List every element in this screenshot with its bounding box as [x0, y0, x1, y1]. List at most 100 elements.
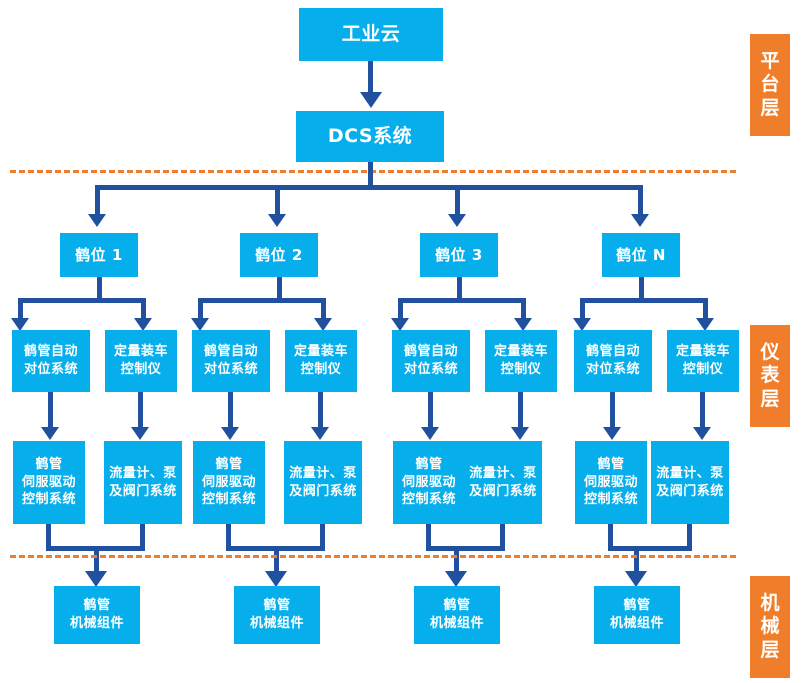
layer-tag-platform-char-2: 层 [760, 96, 780, 119]
node-mechanical-2[interactable]: 鹤管 机械组件 [234, 586, 320, 644]
node-control-1-left[interactable]: 鹤管 伺服驱动 控制系统 [13, 441, 85, 524]
node-control-4-left[interactable]: 鹤管 伺服驱动 控制系统 [575, 441, 647, 524]
node-mechanical-1[interactable]: 鹤管 机械组件 [54, 586, 140, 644]
connector-control-4-left-down [608, 524, 613, 551]
node-control-3-left[interactable]: 鹤管 伺服驱动 控制系统 [393, 441, 465, 524]
arrowhead-control-3-left [421, 427, 439, 440]
arrowhead-control-1-left [41, 427, 59, 440]
connector-instrument-1-right-down [138, 392, 143, 429]
layer-tag-mechanical-char-1: 械 [760, 615, 780, 638]
connector-control-2-left-down [226, 524, 231, 551]
node-station-1[interactable]: 鹤位 1 [60, 233, 138, 277]
connector-station-3-stem [457, 277, 462, 301]
layer-tag-platform-char-0: 平 [760, 50, 780, 73]
connector-control-4-right-down [687, 524, 692, 551]
layer-tag-platform: 平 台 层 [750, 34, 790, 136]
connector-instrument-4-left-down [610, 392, 615, 429]
connector-station-2-stem [277, 277, 282, 301]
connector-station-4-left-drop [580, 298, 585, 320]
layer-tag-mechanical-char-0: 机 [760, 592, 780, 615]
node-instrument-1-right[interactable]: 定量装车 控制仪 [105, 330, 177, 392]
node-control-3-right[interactable]: 流量计、泵 及阀门系统 [464, 441, 542, 524]
node-station-3[interactable]: 鹤位 3 [420, 233, 498, 277]
connector-control-1-merge-stem [94, 546, 99, 573]
connector-control-4-merge-bus [608, 546, 692, 551]
connector-dcs-bus [95, 185, 643, 190]
node-industrial-cloud[interactable]: 工业云 [299, 8, 443, 61]
connector-cloud-to-dcs [368, 61, 373, 94]
connector-control-3-merge-bus [426, 546, 505, 551]
arrowhead-control-2-right [311, 427, 329, 440]
connector-bus-to-station-1 [95, 185, 100, 216]
layer-tag-platform-char-1: 台 [760, 73, 780, 96]
connector-station-2-left-drop [198, 298, 203, 320]
connector-bus-to-station-3 [455, 185, 460, 216]
connector-control-1-left-down [46, 524, 51, 551]
connector-station-1-stem [97, 277, 102, 301]
connector-control-1-right-down [140, 524, 145, 551]
connector-control-2-merge-stem [274, 546, 279, 573]
node-station-4[interactable]: 鹤位 N [602, 233, 680, 277]
arrowhead-cloud-to-dcs [360, 92, 382, 108]
arrowhead-station-4-right [696, 318, 714, 331]
separator-platform-instrument [10, 170, 736, 173]
connector-control-4-merge-stem [634, 546, 639, 573]
node-mechanical-4[interactable]: 鹤管 机械组件 [594, 586, 680, 644]
connector-bus-to-station-4 [638, 185, 643, 216]
node-instrument-1-left[interactable]: 鹤管自动 对位系统 [12, 330, 90, 392]
node-control-2-left[interactable]: 鹤管 伺服驱动 控制系统 [193, 441, 265, 524]
node-control-4-right[interactable]: 流量计、泵 及阀门系统 [651, 441, 729, 524]
arrowhead-station-3-left [391, 318, 409, 331]
arrowhead-mechanical-2 [265, 571, 287, 587]
connector-station-2-bus [198, 298, 326, 303]
arrowhead-station-4-left [573, 318, 591, 331]
arrowhead-control-1-right [131, 427, 149, 440]
arrowhead-station-1-right [134, 318, 152, 331]
arrowhead-control-4-right [693, 427, 711, 440]
connector-control-3-left-down [426, 524, 431, 551]
connector-station-3-right-drop [521, 298, 526, 320]
arrowhead-control-4-left [603, 427, 621, 440]
connector-control-2-right-down [320, 524, 325, 551]
connector-instrument-2-left-down [228, 392, 233, 429]
node-instrument-3-left[interactable]: 鹤管自动 对位系统 [392, 330, 470, 392]
arrowhead-station-3 [448, 214, 466, 227]
arrowhead-station-3-right [514, 318, 532, 331]
connector-dcs-drop [368, 162, 373, 188]
layer-tag-mechanical: 机 械 层 [750, 576, 790, 678]
node-dcs-system[interactable]: DCS系统 [296, 111, 444, 162]
arrowhead-control-3-right [511, 427, 529, 440]
arrowhead-station-4 [631, 214, 649, 227]
node-instrument-3-right[interactable]: 定量装车 控制仪 [485, 330, 557, 392]
connector-control-3-merge-stem [454, 546, 459, 573]
arrowhead-mechanical-3 [445, 571, 467, 587]
node-instrument-2-right[interactable]: 定量装车 控制仪 [285, 330, 357, 392]
connector-station-1-bus [18, 298, 146, 303]
arrowhead-station-2 [268, 214, 286, 227]
connector-station-1-right-drop [141, 298, 146, 320]
connector-bus-to-station-2 [275, 185, 280, 216]
connector-instrument-4-right-down [700, 392, 705, 429]
arrowhead-station-1-left [11, 318, 29, 331]
node-control-1-right[interactable]: 流量计、泵 及阀门系统 [104, 441, 182, 524]
connector-control-3-right-down [500, 524, 505, 551]
connector-station-4-right-drop [703, 298, 708, 320]
layer-tag-instrument-char-0: 仪 [760, 341, 780, 364]
separator-instrument-mechanical [10, 555, 736, 558]
connector-instrument-3-left-down [428, 392, 433, 429]
arrowhead-station-2-right [314, 318, 332, 331]
node-instrument-4-right[interactable]: 定量装车 控制仪 [667, 330, 739, 392]
node-control-2-right[interactable]: 流量计、泵 及阀门系统 [284, 441, 362, 524]
node-station-2[interactable]: 鹤位 2 [240, 233, 318, 277]
connector-instrument-3-right-down [518, 392, 523, 429]
node-instrument-4-left[interactable]: 鹤管自动 对位系统 [574, 330, 652, 392]
layer-tag-instrument-char-1: 表 [760, 364, 780, 387]
arrowhead-station-2-left [191, 318, 209, 331]
node-instrument-2-left[interactable]: 鹤管自动 对位系统 [192, 330, 270, 392]
arrowhead-mechanical-1 [85, 571, 107, 587]
connector-station-1-left-drop [18, 298, 23, 320]
arrowhead-control-2-left [221, 427, 239, 440]
node-mechanical-3[interactable]: 鹤管 机械组件 [414, 586, 500, 644]
layer-tag-instrument: 仪 表 层 [750, 325, 790, 427]
